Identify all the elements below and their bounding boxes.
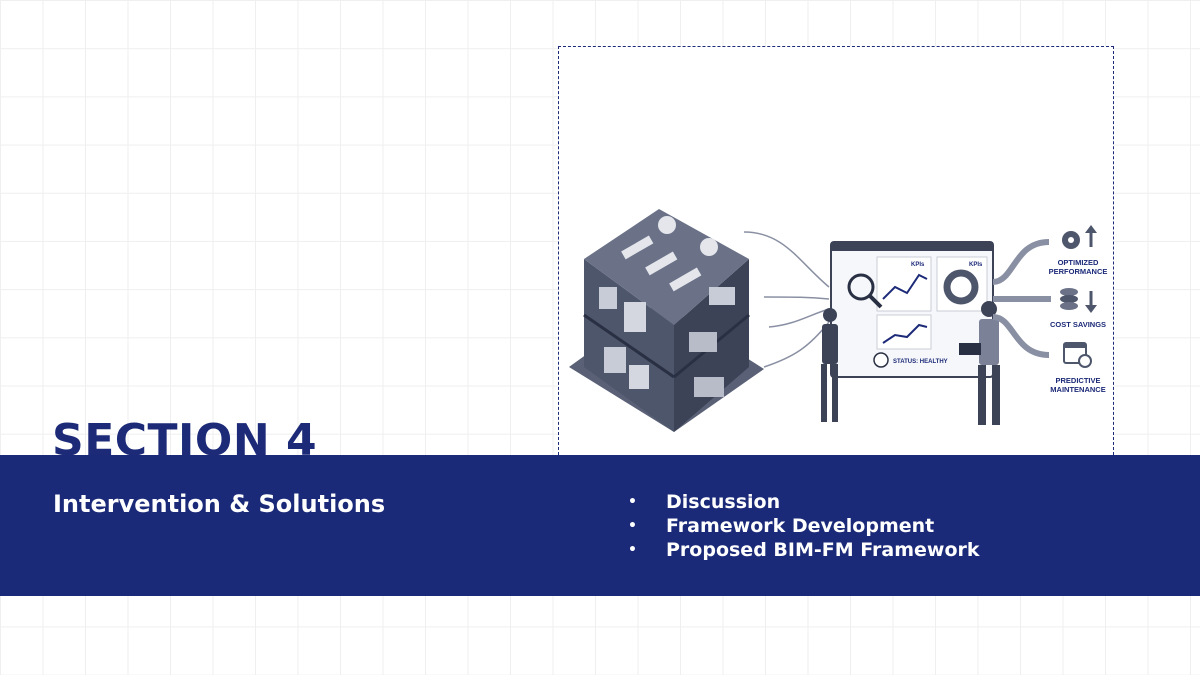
topic-item-framework-development: • Framework Development: [626, 514, 980, 538]
gear-icon: [1062, 225, 1097, 249]
bim-fm-illustration: KPIs KPIs STATUS: HEALTHY: [569, 209, 1108, 432]
topic-label: Proposed BIM-FM Framework: [666, 539, 980, 561]
topic-item-discussion: • Discussion: [626, 490, 980, 514]
building-illustration: [569, 209, 764, 432]
section-title: SECTION 4: [52, 415, 318, 455]
outcome-label-3a: PREDICTIVE: [1055, 376, 1100, 385]
topic-list: • Discussion • Framework Development • P…: [626, 490, 980, 562]
outcome-label-2a: COST SAVINGS: [1050, 320, 1106, 329]
section-subtitle: Intervention & Solutions: [53, 490, 386, 518]
illustration-frame: KPIs KPIs STATUS: HEALTHY: [558, 46, 1114, 455]
outcome-label-1a: OPTIMIZED: [1058, 258, 1099, 267]
coins-icon: [1060, 288, 1097, 313]
outcome-labels: OPTIMIZED PERFORMANCE COST SAVINGS PREDI…: [1049, 258, 1108, 394]
kpi-label-left: KPIs: [911, 262, 925, 268]
topic-label: Framework Development: [666, 515, 935, 537]
person-right: [959, 301, 1000, 425]
calendar-icon: [1063, 342, 1092, 368]
dashboard-illustration: KPIs KPIs STATUS: HEALTHY: [830, 241, 994, 378]
outcome-label-1b: PERFORMANCE: [1049, 267, 1108, 276]
section-banner: Intervention & Solutions • Discussion • …: [0, 455, 1200, 596]
outcome-label-3b: MAINTENANCE: [1050, 385, 1105, 394]
data-flow-arrows: [743, 231, 830, 368]
status-label: STATUS: HEALTHY: [893, 359, 948, 365]
kpi-label-right: KPIs: [969, 262, 983, 268]
topic-item-proposed-framework: • Proposed BIM-FM Framework: [626, 538, 980, 562]
person-left: [821, 308, 838, 422]
topic-label: Discussion: [666, 491, 781, 513]
bullet-icon: •: [628, 518, 637, 534]
outcome-arrows: [992, 239, 1051, 358]
bullet-icon: •: [628, 542, 637, 558]
bullet-icon: •: [628, 494, 637, 510]
